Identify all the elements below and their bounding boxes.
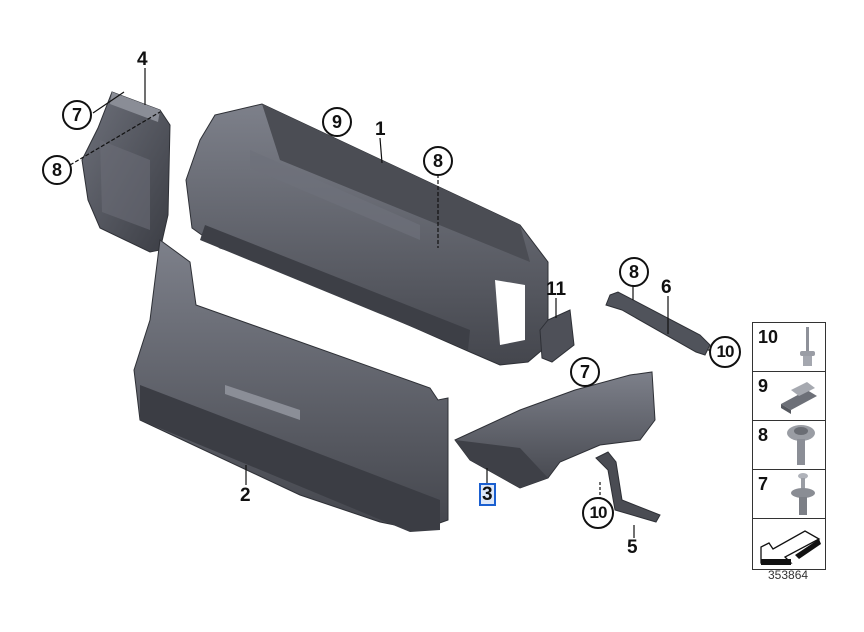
callout-circled-10-rail[interactable]: 10	[709, 336, 741, 368]
callout-3-selected[interactable]: 3	[479, 483, 496, 506]
clip-nut-icon	[781, 382, 817, 414]
callout-4[interactable]: 4	[137, 49, 148, 70]
catalog-number: 353864	[768, 568, 809, 582]
legend-row-10[interactable]: 10	[753, 323, 825, 372]
part-3-right-duct[interactable]	[454, 371, 656, 489]
part-2-lower-duct[interactable]	[133, 239, 449, 532]
legend-row-direction	[753, 519, 825, 569]
callout-circled-10-bracket[interactable]: 10	[582, 497, 614, 529]
direction-arrow-icon	[760, 530, 821, 565]
callout-1[interactable]: 1	[375, 119, 386, 140]
part-1-upper-frame[interactable]	[185, 103, 549, 366]
flange-screw-icon	[787, 425, 815, 465]
legend-row-8[interactable]: 8	[753, 421, 825, 470]
legend-row-9[interactable]: 9	[753, 372, 825, 421]
callout-circled-8-frame[interactable]: 8	[423, 146, 453, 176]
callout-2[interactable]: 2	[240, 485, 251, 506]
part-11-cover[interactable]	[539, 309, 575, 363]
expanding-rivet-icon	[791, 473, 815, 515]
part-4-left-duct[interactable]	[81, 91, 171, 253]
callout-5[interactable]: 5	[627, 537, 638, 558]
fastener-legend: 10 9 8 7	[752, 322, 826, 570]
callout-circled-7-right[interactable]: 7	[570, 357, 600, 387]
callout-11[interactable]: 11	[546, 279, 567, 300]
legend-row-7[interactable]: 7	[753, 470, 825, 519]
callout-circled-7-left[interactable]: 7	[62, 100, 92, 130]
rivet-icon	[800, 327, 815, 366]
part-5-bracket[interactable]	[595, 451, 661, 523]
callout-circled-8-rail[interactable]: 8	[619, 257, 649, 287]
leader-lines	[69, 68, 713, 538]
callout-6[interactable]: 6	[661, 277, 672, 298]
callout-circled-8-left[interactable]: 8	[42, 155, 72, 185]
callout-circled-9[interactable]: 9	[322, 107, 352, 137]
part-6-rail[interactable]	[605, 291, 711, 356]
